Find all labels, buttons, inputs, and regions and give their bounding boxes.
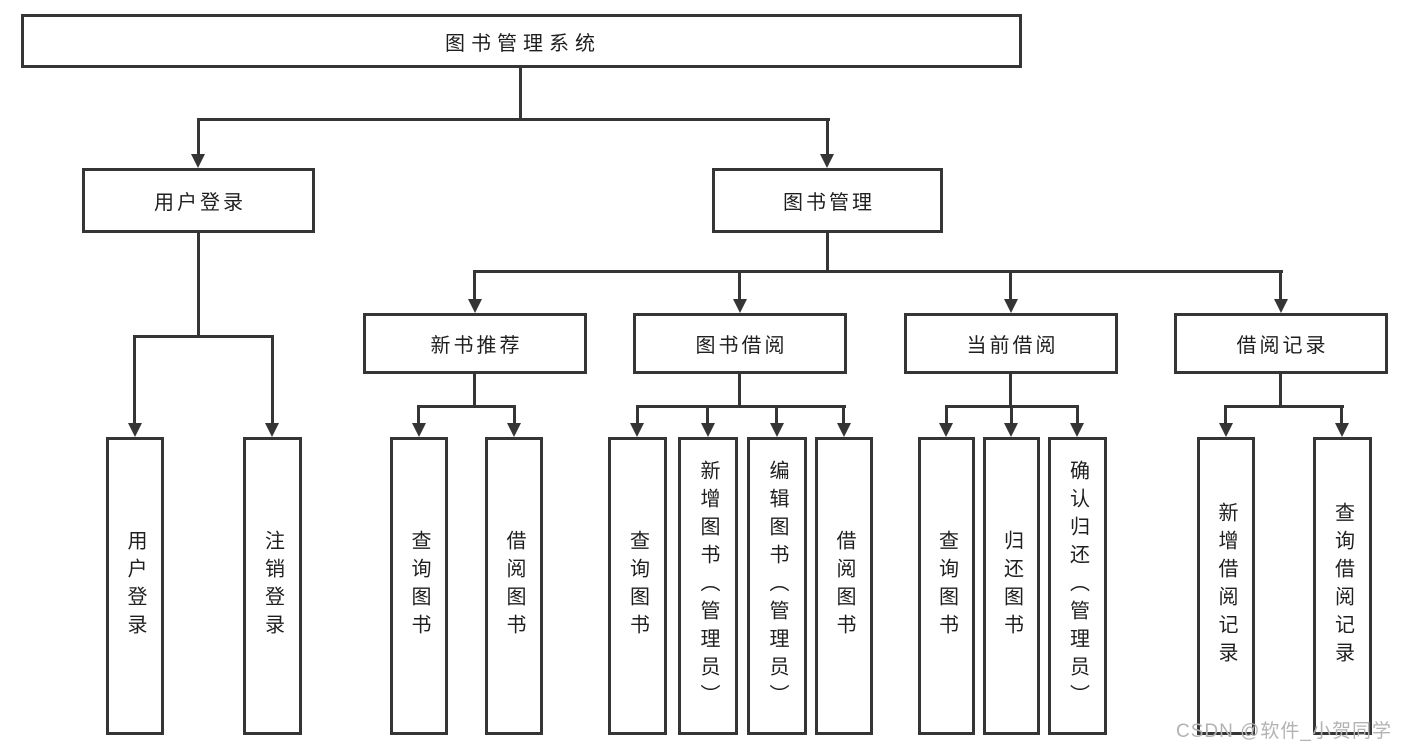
arrowhead-leaf-user-login: [128, 423, 142, 437]
leaf-query-books-recommend: 查询图书: [390, 437, 448, 735]
arrowhead-nb-borrow: [507, 423, 521, 437]
connector-userlogin-horizontal: [133, 335, 274, 338]
leaf-borrow-books-recommend: 借阅图书: [485, 437, 543, 735]
connector-drop-book-management: [826, 118, 829, 156]
arrowhead-nb-query: [412, 423, 426, 437]
leaf-query-borrow-record-label: 查询借阅记录: [1331, 502, 1354, 670]
connector-userlogin-vertical: [197, 233, 200, 338]
connector-root-horizontal: [197, 118, 830, 121]
connector-drop-leaf-logout: [271, 335, 274, 424]
arrowhead-book-borrow: [733, 299, 747, 313]
leaf-query-books-borrowing-label: 查询图书: [626, 530, 649, 642]
connector-drop-book-borrow: [738, 270, 741, 301]
node-user-login-label: 用户登录: [154, 192, 246, 214]
arrowhead-br-query: [1335, 423, 1349, 437]
leaf-edit-book-admin-label: 编辑图书（管理员）: [766, 460, 788, 712]
arrowhead-bb-query: [630, 423, 644, 437]
connector-drop-br-add: [1224, 405, 1227, 425]
connector-bookmgmt-horizontal: [473, 270, 1283, 273]
node-library-system-label: 图书管理系统: [445, 32, 601, 55]
arrowhead-br-add: [1219, 423, 1233, 437]
leaf-return-books-label: 归还图书: [1000, 530, 1023, 642]
node-library-system: 图书管理系统: [21, 14, 1022, 68]
connector-bookmgmt-vertical: [826, 233, 829, 273]
leaf-query-books-current-label: 查询图书: [935, 530, 958, 642]
connector-drop-br-query: [1340, 405, 1343, 425]
connector-drop-bb-borrow: [842, 405, 845, 425]
connector-root-vertical: [519, 68, 522, 121]
node-book-management: 图书管理: [712, 168, 943, 233]
connector-drop-user-login: [197, 118, 200, 156]
node-new-book-recommendation-label: 新书推荐: [430, 335, 523, 357]
leaf-logout-label: 注销登录: [261, 530, 284, 642]
leaf-borrow-books-borrowing-label: 借阅图书: [833, 530, 855, 642]
connector-drop-bb-query: [636, 405, 639, 425]
connector-records-vertical: [1279, 374, 1282, 408]
connector-borrow-vertical: [738, 374, 741, 408]
node-new-book-recommendation: 新书推荐: [363, 313, 587, 374]
node-current-borrowing-label: 当前借阅: [966, 335, 1059, 357]
leaf-borrow-books-borrowing: 借阅图书: [815, 437, 873, 735]
arrowhead-current-borrow: [1004, 299, 1018, 313]
connector-drop-nb-borrow: [513, 405, 516, 425]
node-book-borrowing-label: 图书借阅: [695, 335, 788, 357]
leaf-user-login: 用户登录: [106, 437, 164, 735]
leaf-confirm-return-admin-label: 确认归还（管理员）: [1066, 460, 1089, 712]
leaf-query-books-recommend-label: 查询图书: [408, 530, 430, 642]
arrowhead-bb-edit: [770, 423, 784, 437]
node-user-login: 用户登录: [82, 168, 315, 233]
leaf-confirm-return-admin: 确认归还（管理员）: [1048, 437, 1107, 735]
leaf-logout: 注销登录: [243, 437, 302, 735]
arrowhead-new-book: [468, 299, 482, 313]
node-book-borrowing: 图书借阅: [633, 313, 847, 374]
connector-drop-new-book: [473, 270, 476, 301]
connector-records-horizontal: [1224, 405, 1344, 408]
connector-drop-cb-confirm: [1076, 405, 1079, 425]
arrowhead-borrow-records: [1274, 299, 1288, 313]
node-borrowing-records: 借阅记录: [1174, 313, 1388, 374]
connector-drop-current-borrow: [1009, 270, 1012, 301]
leaf-query-books-borrowing: 查询图书: [608, 437, 667, 735]
arrowhead-cb-query: [939, 423, 953, 437]
arrowhead-leaf-logout: [265, 423, 279, 437]
arrowhead-cb-confirm: [1070, 423, 1084, 437]
arrowhead-bb-borrow: [837, 423, 851, 437]
leaf-return-books: 归还图书: [983, 437, 1040, 735]
leaf-add-book-admin: 新增图书（管理员）: [678, 437, 738, 735]
node-borrowing-records-label: 借阅记录: [1236, 335, 1329, 357]
arrowhead-bb-add: [701, 423, 715, 437]
leaf-add-borrow-record: 新增借阅记录: [1197, 437, 1255, 735]
connector-newbook-vertical: [473, 374, 476, 408]
arrowhead-book-management: [820, 154, 834, 168]
csdn-watermark: CSDN @软件_小贺同学: [1176, 721, 1392, 742]
leaf-add-borrow-record-label: 新增借阅记录: [1215, 502, 1237, 670]
connector-drop-bb-add: [706, 405, 709, 425]
connector-drop-cb-query: [945, 405, 948, 425]
connector-drop-nb-query: [417, 405, 420, 425]
connector-drop-borrow-records: [1279, 270, 1282, 301]
node-current-borrowing: 当前借阅: [904, 313, 1118, 374]
connector-drop-bb-edit: [775, 405, 778, 425]
arrowhead-user-login: [191, 154, 205, 168]
leaf-query-books-current: 查询图书: [918, 437, 975, 735]
connector-current-vertical: [1009, 374, 1012, 408]
connector-borrow-horizontal: [636, 405, 846, 408]
leaf-edit-book-admin: 编辑图书（管理员）: [747, 437, 807, 735]
leaf-borrow-books-recommend-label: 借阅图书: [503, 530, 525, 642]
leaf-user-login-label: 用户登录: [124, 530, 146, 642]
connector-newbook-horizontal: [417, 405, 516, 408]
node-book-management-label: 图书管理: [783, 192, 875, 214]
leaf-add-book-admin-label: 新增图书（管理员）: [697, 460, 719, 712]
connector-drop-leaf-user-login: [133, 335, 136, 424]
arrowhead-cb-return: [1004, 423, 1018, 437]
leaf-query-borrow-record: 查询借阅记录: [1313, 437, 1372, 735]
connector-drop-cb-return: [1010, 405, 1013, 425]
